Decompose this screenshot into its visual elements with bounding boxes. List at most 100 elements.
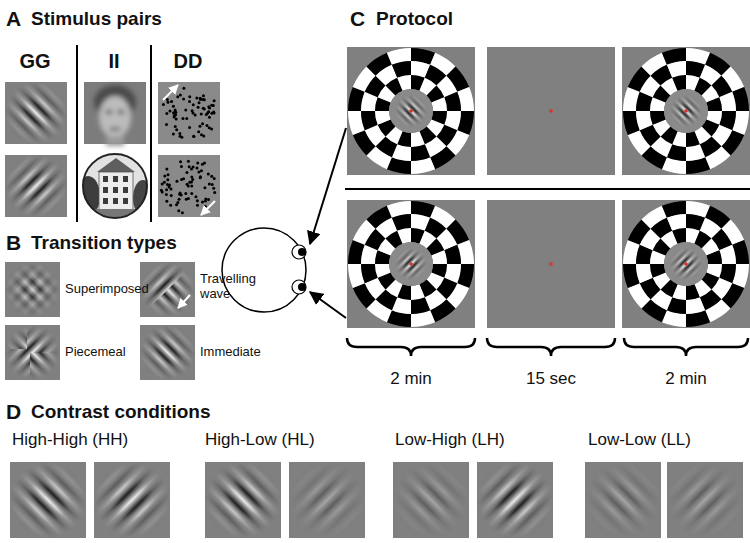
gabor-grating [289,462,365,538]
house-image [76,153,153,221]
gabor-patch [5,155,67,217]
fixation-dot [549,262,553,266]
dot [174,111,177,114]
gabor-background [585,462,661,538]
dot [190,175,193,178]
dot [208,126,211,129]
dot [207,198,210,201]
gabor-grating [585,462,661,538]
gabor-patch [5,325,60,380]
dot [205,113,208,116]
house-window [103,198,108,204]
dot [167,173,170,176]
dot [181,211,184,214]
gabor-patch [585,462,661,538]
dot-background [158,82,220,144]
dot [188,126,191,129]
house-wall [99,172,133,210]
dot [169,204,172,207]
house-window [113,198,118,204]
gabor-background [5,82,67,144]
dot [182,177,185,180]
panel-c [222,47,750,356]
panel-title: Contrast conditions [31,401,291,423]
dot [175,180,178,183]
dot [192,112,195,115]
motion-arrow [163,85,178,100]
dot [176,201,179,204]
checker-segment [397,228,411,244]
dot [195,166,198,169]
center-disc [664,89,708,133]
dot [166,98,169,101]
dot [162,103,165,106]
checker-segment [672,75,686,91]
dot [199,97,202,100]
gabor-grating [395,248,427,280]
dot [199,97,202,100]
panel-d [10,462,743,538]
gabor-grating [395,95,427,127]
dot [201,200,204,203]
screen-background [487,200,615,328]
checker-segment [375,111,391,125]
dot [205,124,208,127]
dot [213,177,216,180]
gabor-background [393,462,469,538]
dot [168,109,171,112]
dot [170,194,173,197]
dot [190,185,193,188]
gabor-background [289,462,365,538]
panel-title: Protocol [376,8,576,30]
gabor-patch [667,462,743,538]
dot [172,133,175,136]
dot [203,162,206,165]
separator-line [76,45,78,222]
checkerboard-screen [347,200,475,328]
checkerboard-screen [347,47,475,175]
checker-segment [411,131,425,147]
dot [165,123,168,126]
face-eye [106,110,113,114]
gabor-grating [670,248,702,280]
panel-letter: C [350,7,380,31]
gabor-background [5,155,67,217]
dot [178,198,181,201]
view-arrow [310,292,346,318]
gabor-background [94,462,170,538]
center-disc [389,89,433,133]
dot [203,186,206,189]
dot [163,181,166,184]
dot [172,105,175,108]
gabor-patch [94,462,170,538]
dot [200,112,203,115]
gabor-background [5,325,60,380]
checker-segment [650,111,666,125]
center-disc [389,242,433,286]
house-window [123,187,128,193]
face-background [84,82,146,144]
dot [178,132,181,135]
dot [190,192,193,195]
gabor-background [140,325,195,380]
dot [179,93,182,96]
dot [184,109,187,112]
gabor-grating [5,262,60,317]
head-outline [222,228,306,312]
eye-ball [292,245,306,259]
motion-arrow [201,201,215,215]
gabor-grating [477,462,553,538]
time-brace [624,338,748,356]
time-brace [487,338,615,356]
gabor-patch [205,462,281,538]
column-header: GG [5,50,65,73]
dot [208,116,211,119]
checker-segment [397,75,411,91]
dot [200,169,203,172]
view-arrow [310,128,346,244]
gabor-patch [140,325,195,380]
gabor-background [477,462,553,538]
dot [207,110,210,113]
dot [177,209,180,212]
